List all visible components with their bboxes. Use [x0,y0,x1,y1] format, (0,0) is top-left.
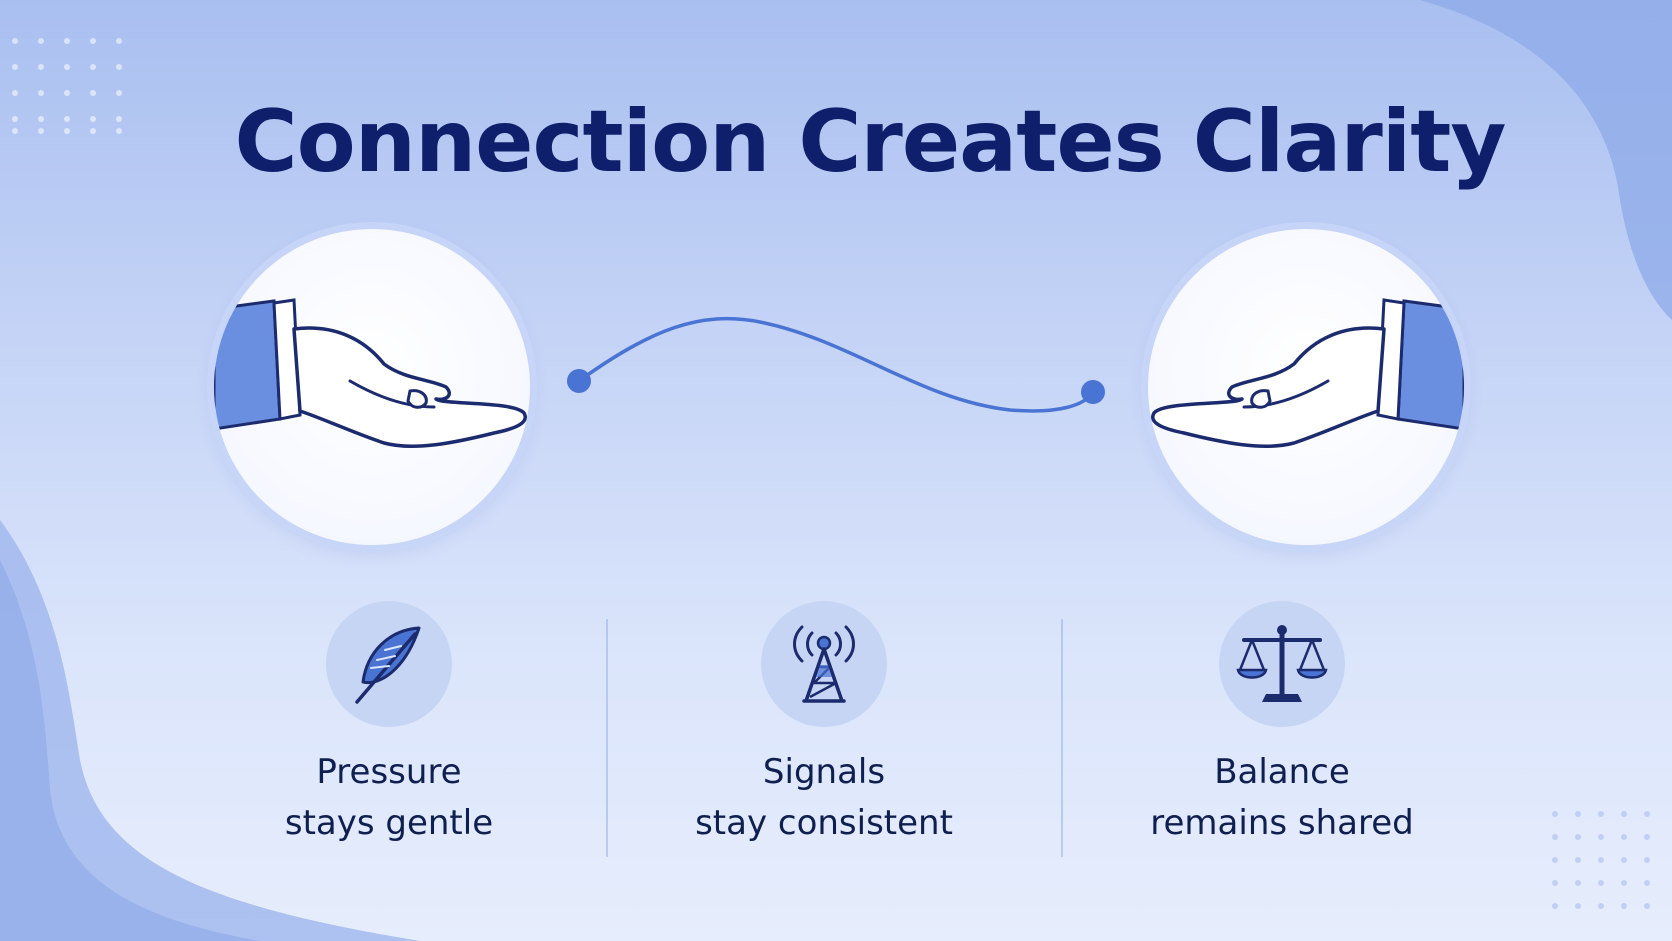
feather-icon [355,626,421,704]
balance-scale-icon [1236,625,1328,702]
feature-line-2: remains shared [1150,803,1414,843]
feature-icon-disc [761,601,887,727]
feature-balance: Balance remains shared [1092,601,1472,849]
feature-line-2: stay consistent [695,803,953,843]
feature-label: Signals stay consistent [634,747,1014,849]
feature-line-1: Pressure [316,752,462,792]
left-hand-circle [214,229,530,545]
signal-tower-icon [793,625,855,703]
divider [1061,619,1063,857]
dot-grid-bottom-right [1552,811,1650,909]
right-hand-circle [1148,229,1464,545]
divider [606,619,608,857]
feature-label: Pressure stays gentle [199,747,579,849]
feature-label: Balance remains shared [1092,747,1472,849]
feature-signals: Signals stay consistent [634,601,1014,849]
feature-line-1: Signals [762,752,886,792]
dot-grid-top-left [12,38,122,134]
feature-icon-disc [1219,601,1345,727]
slide-title: Connection Creates Clarity [234,92,1507,192]
feature-line-2: stays gentle [284,803,494,843]
open-hand-icon [1151,298,1464,449]
open-hand-icon [214,298,527,449]
feature-icon-disc [326,601,452,727]
feature-line-1: Balance [1214,752,1350,792]
feature-pressure: Pressure stays gentle [199,601,579,849]
